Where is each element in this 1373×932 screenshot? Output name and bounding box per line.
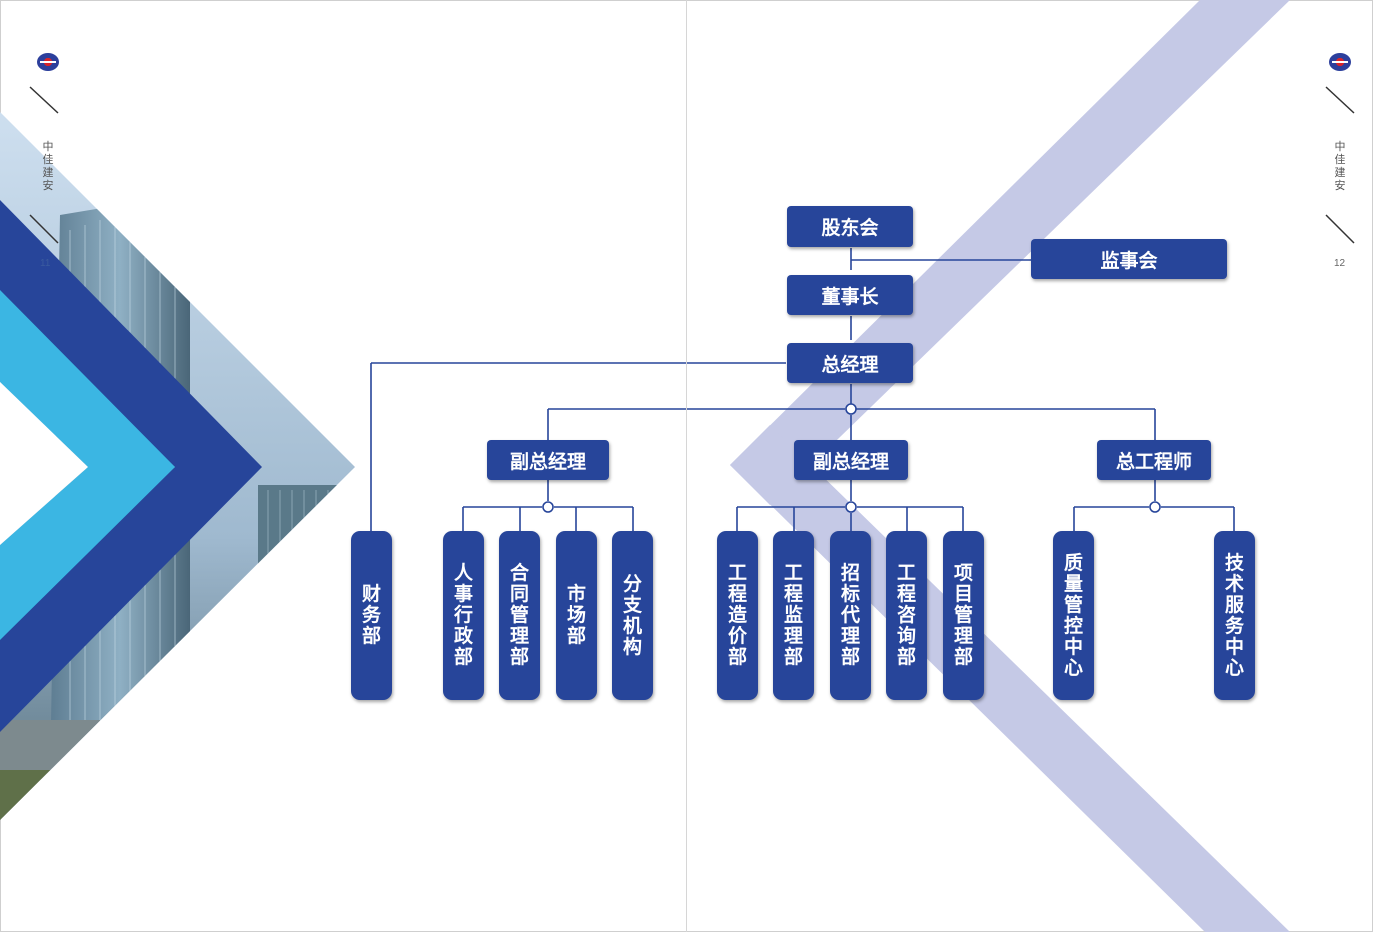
page-number: 12 — [1334, 258, 1346, 269]
node-dept: 分支机构 — [612, 531, 653, 700]
chevron-white — [0, 382, 88, 545]
slash-line — [29, 214, 59, 244]
node-vice-gm-1: 副总经理 — [487, 440, 609, 480]
node-chairman: 董事长 — [787, 275, 913, 315]
junction-circles — [542, 403, 1161, 513]
node-dept: 工程监理部 — [773, 531, 814, 700]
brand-vertical-text: 中佳建安 — [1334, 140, 1346, 192]
node-shareholders: 股东会 — [787, 206, 913, 247]
page-spine — [686, 0, 687, 932]
company-logo — [37, 53, 59, 71]
node-dept: 技术服务中心 — [1214, 531, 1255, 700]
node-dept: 市场部 — [556, 531, 597, 700]
node-supervisors: 监事会 — [1031, 239, 1227, 279]
node-chief-engineer: 总工程师 — [1097, 440, 1211, 480]
node-general-manager: 总经理 — [787, 343, 913, 383]
node-dept: 招标代理部 — [830, 531, 871, 700]
node-dept: 合同管理部 — [499, 531, 540, 700]
node-dept: 质量管控中心 — [1053, 531, 1094, 700]
org-connectors — [370, 248, 1235, 531]
node-dept: 项目管理部 — [943, 531, 984, 700]
pale-band-diagonal-down — [730, 425, 1290, 932]
slash-line — [29, 86, 59, 114]
node-finance-dept: 财务部 — [351, 531, 392, 700]
slash-line — [1325, 86, 1355, 114]
node-dept: 工程造价部 — [717, 531, 758, 700]
company-logo — [1329, 53, 1351, 71]
node-dept: 工程咨询部 — [886, 531, 927, 700]
chevron-cyan — [0, 290, 175, 640]
brand-vertical-text: 中佳建安 — [42, 140, 54, 192]
slash-line — [1325, 214, 1355, 244]
chevron-dark — [0, 200, 262, 732]
page-number: 11 — [40, 258, 51, 269]
node-dept: 人事行政部 — [443, 531, 484, 700]
node-vice-gm-2: 副总经理 — [794, 440, 908, 480]
